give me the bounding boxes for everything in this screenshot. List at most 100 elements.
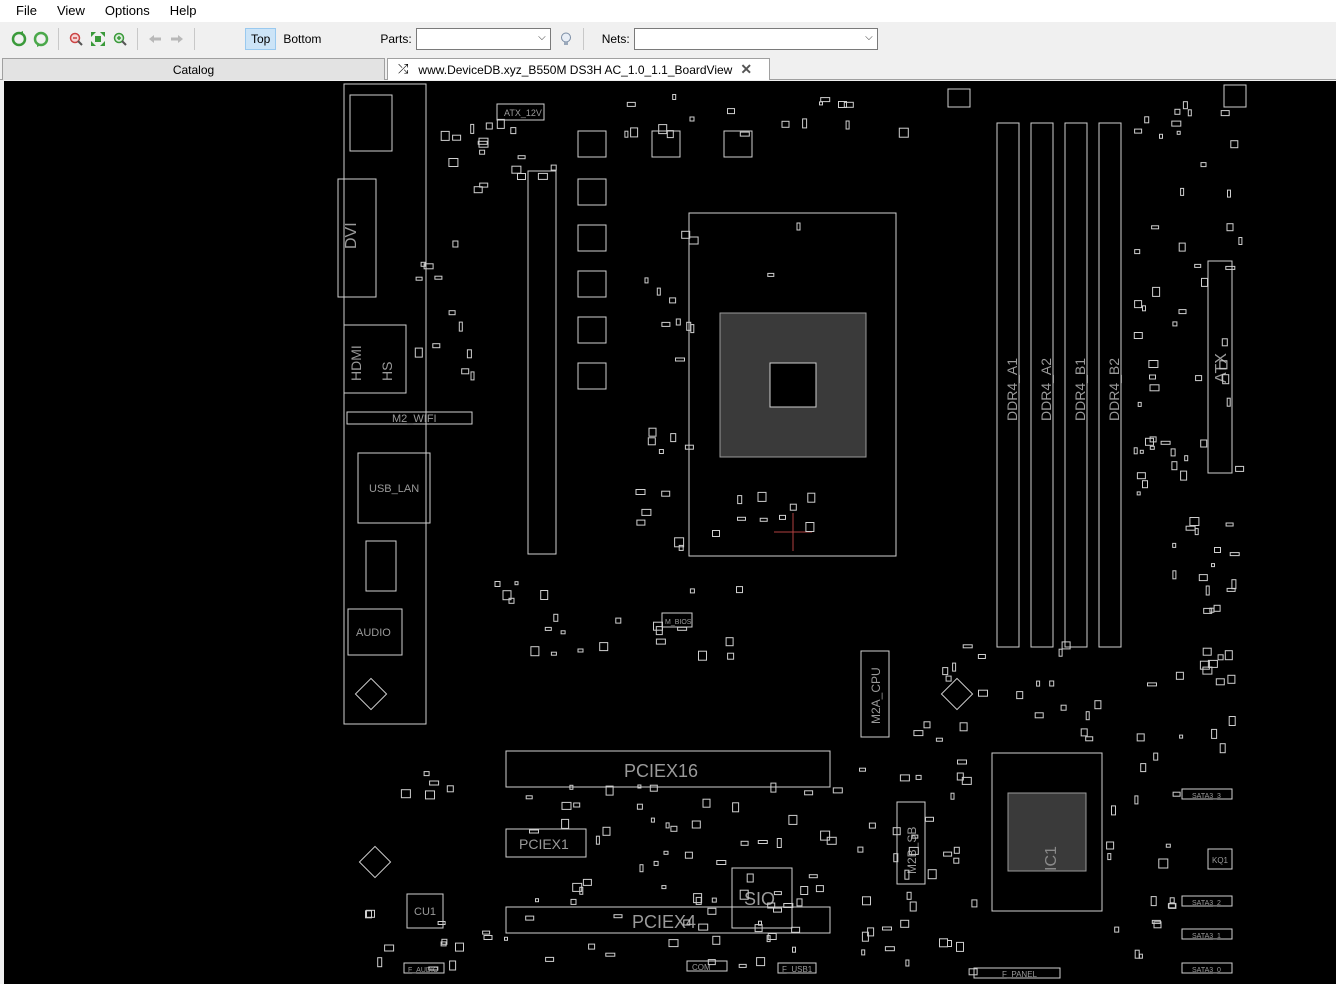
board-canvas[interactable]: DVI HDMI HS M2_WIFI USB_LAN AUDIO ATX_12…	[4, 81, 1336, 984]
smd-part	[956, 772, 964, 781]
smd-part	[1134, 795, 1139, 805]
smd-part	[788, 814, 798, 825]
smd-part	[661, 490, 671, 497]
smd-part	[540, 590, 549, 600]
usb-stack	[349, 94, 393, 152]
tab-boardview[interactable]: ⤮ www.DeviceDB.xyz_B550M DS3H AC_1.0_1.1…	[387, 58, 770, 80]
smd-part	[1134, 249, 1141, 255]
board-view[interactable]: DVI HDMI HS M2_WIFI USB_LAN AUDIO ATX_12…	[4, 81, 1336, 984]
menu-options[interactable]: Options	[104, 3, 150, 18]
parts-combo[interactable]: ⌵	[415, 28, 551, 50]
zoom-out-icon[interactable]	[65, 28, 87, 50]
mounting-hole-4	[1223, 84, 1247, 108]
smd-part	[927, 869, 937, 880]
smd-part	[440, 130, 450, 141]
smd-part	[535, 898, 539, 903]
menu-help[interactable]: Help	[169, 3, 197, 18]
menu-file[interactable]: File	[16, 3, 37, 18]
m2b-sb-slot	[896, 801, 926, 885]
search-bulb-icon[interactable]	[555, 28, 577, 50]
smd-part	[945, 675, 952, 682]
smd-part	[815, 885, 824, 893]
toolbar-separator	[58, 28, 59, 50]
ddr4-a2-label: DDR4_A2	[1038, 358, 1054, 421]
smd-part	[908, 846, 919, 855]
smd-part	[756, 957, 766, 967]
nets-label: Nets:	[601, 32, 630, 46]
bottom-side-button[interactable]: Bottom	[283, 32, 322, 46]
smd-part	[1134, 300, 1143, 309]
smd-part	[437, 921, 446, 925]
smd-part	[707, 959, 716, 966]
zoom-in-icon[interactable]	[109, 28, 131, 50]
usb-connector-2	[365, 540, 397, 592]
smd-part	[802, 118, 808, 129]
smd-part	[1174, 108, 1181, 115]
smd-part	[666, 130, 674, 139]
smd-part	[1219, 360, 1228, 370]
smd-part	[494, 581, 501, 587]
m-bios-label: M_BIOS	[665, 619, 692, 626]
smd-part	[572, 882, 583, 892]
smd-part	[1215, 678, 1225, 686]
fit-icon[interactable]	[87, 28, 109, 50]
smd-part	[661, 321, 671, 327]
tab-boardview-label: www.DeviceDB.xyz_B550M DS3H AC_1.0_1.1_B…	[418, 62, 733, 77]
smd-part	[1185, 525, 1196, 531]
smd-part	[1214, 547, 1221, 553]
smd-part	[739, 131, 750, 137]
shuffle-icon: ⤮	[398, 62, 409, 77]
smd-part	[1179, 734, 1184, 739]
smd-part	[826, 836, 837, 845]
menu-bar: File View Options Help	[0, 0, 1336, 22]
smd-part	[573, 802, 581, 808]
smd-part	[1211, 728, 1218, 739]
smd-part	[956, 941, 964, 952]
menu-view[interactable]: View	[56, 3, 85, 18]
chevron-down-icon: ⌵	[865, 32, 873, 43]
smd-part	[911, 834, 919, 839]
smd-part	[668, 939, 679, 948]
smd-part	[449, 960, 457, 971]
cu1-chip	[406, 893, 444, 929]
smd-part	[716, 860, 727, 865]
smd-part	[648, 427, 657, 437]
smd-part	[808, 874, 818, 879]
smd-part	[678, 544, 684, 551]
smd-part	[440, 941, 447, 947]
smd-part	[615, 617, 622, 624]
top-side-button[interactable]: Top	[245, 28, 277, 50]
nets-combo[interactable]: ⌵	[633, 28, 878, 50]
smd-part	[670, 433, 677, 443]
sata3-0-connector	[1181, 962, 1233, 974]
smd-part	[529, 829, 539, 834]
forward-icon[interactable]	[166, 28, 188, 50]
smd-part	[429, 780, 440, 786]
cu1-label: CU1	[414, 906, 436, 918]
reload-icon[interactable]	[30, 28, 52, 50]
atx-12v-connector	[496, 103, 545, 121]
smd-part	[432, 343, 441, 349]
smd-part	[577, 648, 584, 653]
smd-part	[1049, 680, 1055, 687]
smd-part	[650, 817, 655, 823]
smd-part	[1199, 660, 1210, 670]
smd-part	[1034, 712, 1044, 719]
smd-part	[470, 371, 475, 381]
smd-part	[698, 923, 709, 931]
smd-part	[1203, 607, 1213, 614]
close-icon[interactable]: ✕	[740, 61, 753, 77]
usb-lan-connector	[357, 452, 431, 524]
smd-part	[582, 878, 592, 886]
pciex1-label: PCIEX1	[519, 836, 569, 852]
tab-catalog[interactable]: Catalog	[2, 58, 385, 80]
smd-part	[1159, 133, 1163, 139]
smd-part	[1172, 542, 1177, 548]
rear-io-outline	[343, 83, 427, 725]
smd-part	[508, 597, 515, 604]
smd-part	[434, 275, 443, 280]
back-icon[interactable]	[144, 28, 166, 50]
smd-part	[859, 767, 866, 772]
smd-part	[712, 935, 721, 945]
open-icon[interactable]	[8, 28, 30, 50]
